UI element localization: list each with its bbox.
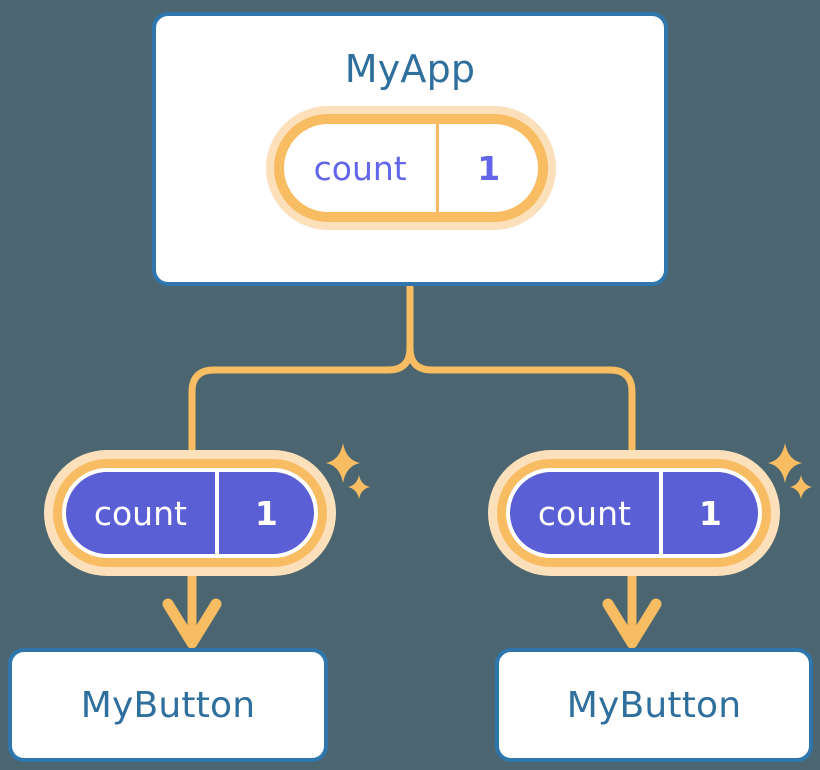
state-key-label: count bbox=[537, 493, 631, 533]
state-key-label: count bbox=[93, 493, 187, 533]
state-pill-left[interactable]: count 1 bbox=[62, 468, 318, 558]
state-value-label: 1 bbox=[436, 124, 538, 212]
state-pill-root[interactable]: count 1 bbox=[284, 124, 538, 212]
arrow-right-head bbox=[602, 598, 662, 649]
state-key-label: count bbox=[313, 148, 407, 188]
component-label-mybutton: MyButton bbox=[80, 685, 256, 726]
component-label-myapp: MyApp bbox=[344, 47, 476, 91]
sparkle-group-right bbox=[768, 443, 812, 499]
component-label-mybutton: MyButton bbox=[566, 685, 742, 726]
sparkle-icon-large bbox=[326, 443, 360, 483]
component-card-mybutton-right[interactable]: MyButton bbox=[495, 648, 813, 762]
state-pill-right[interactable]: count 1 bbox=[506, 468, 762, 558]
sparkle-icon-small bbox=[348, 475, 370, 499]
component-card-myapp[interactable]: MyApp bbox=[152, 12, 668, 286]
component-card-mybutton-left[interactable]: MyButton bbox=[8, 648, 328, 762]
sparkle-icon-large bbox=[768, 443, 802, 483]
sparkle-group-left bbox=[326, 443, 370, 499]
connector-tree-path-right bbox=[406, 282, 636, 456]
state-value-label: 1 bbox=[658, 472, 758, 554]
sparkle-icon-small bbox=[790, 475, 812, 499]
arrow-left-head bbox=[162, 598, 222, 649]
state-value-label: 1 bbox=[214, 472, 314, 554]
